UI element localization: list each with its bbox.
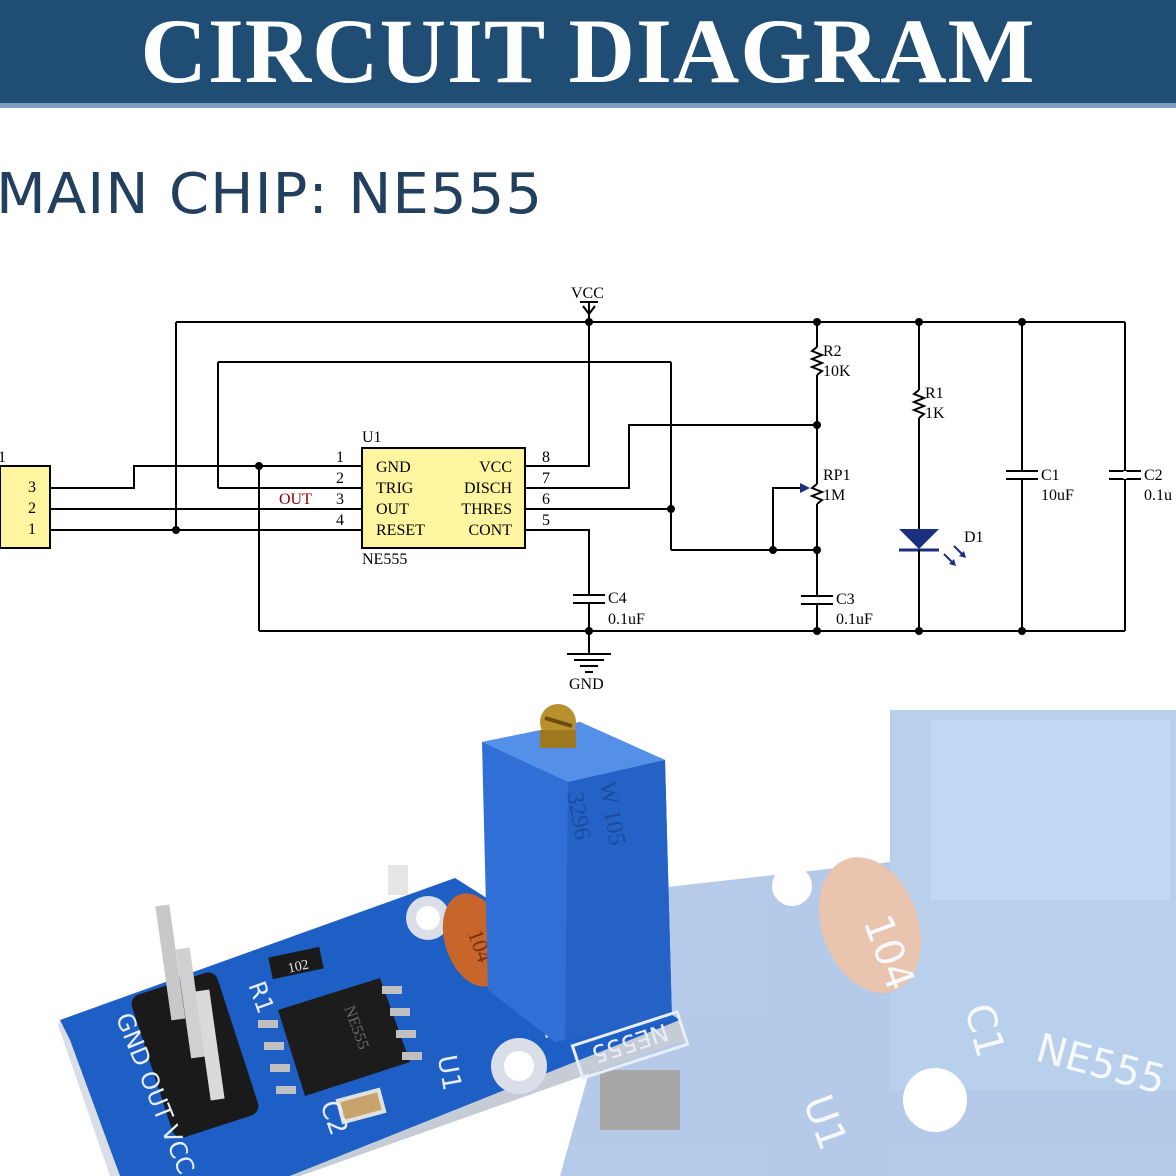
- pin-disch-name: DISCH: [464, 480, 512, 497]
- pin-7-num: 7: [542, 470, 550, 487]
- ne555-chip: [361, 447, 526, 549]
- r2-ref: R2: [823, 343, 842, 360]
- trimmer-potentiometer: [482, 704, 672, 1042]
- rp1-value: 1M: [823, 487, 845, 504]
- d1-led: [899, 529, 939, 549]
- c4-value: 0.1uF: [608, 611, 645, 628]
- smd-capacitor: [335, 1087, 387, 1125]
- pin-gnd-name: GND: [376, 459, 411, 476]
- ne555-smd-chip: [258, 978, 422, 1096]
- pin-out-name: OUT: [376, 501, 409, 518]
- r1-ref: R1: [925, 385, 944, 402]
- c3-value: 0.1uF: [836, 611, 873, 628]
- pin-1-num: 1: [336, 449, 344, 466]
- c2-ref: C2: [1144, 467, 1163, 484]
- r1-value: 1K: [925, 405, 945, 422]
- pin-4-num: 4: [336, 512, 344, 529]
- circuit-schematic: VCC 1 3 2 1 OUT U1 NE555 1 2 3 4 GND TRI…: [0, 285, 1172, 692]
- r2-resistor: [809, 346, 825, 376]
- connector-pin-3: 3: [28, 479, 36, 496]
- r1-smd-resistor: [268, 946, 324, 980]
- r1-resistor: [911, 389, 927, 419]
- header-pins: [131, 904, 259, 1138]
- page-title: CIRCUIT DIAGRAM: [140, 0, 1036, 102]
- pin-trig-name: TRIG: [376, 480, 414, 497]
- vcc-label: VCC: [571, 285, 604, 302]
- rp1-potentiometer: [809, 483, 825, 505]
- pin-vcc-name: VCC: [479, 459, 512, 476]
- c1-value: 10uF: [1041, 487, 1074, 504]
- c2-value: 0.1u: [1144, 487, 1172, 504]
- d1-ref: D1: [964, 529, 984, 546]
- out-net-label: OUT: [279, 491, 312, 508]
- resistor-code: 102: [287, 958, 311, 977]
- pin-3-num: 3: [336, 491, 344, 508]
- pin-cont-name: CONT: [468, 522, 512, 539]
- connector-ref: 1: [0, 449, 6, 466]
- ghost-board: 104 C1 NE555 U1: [560, 710, 1176, 1176]
- connector-pin-1: 1: [28, 521, 36, 538]
- main-chip-subtitle: MAIN CHIP: NE555: [0, 162, 544, 227]
- c3-ref: C3: [836, 591, 855, 608]
- pin-reset-name: RESET: [376, 522, 425, 539]
- connector-j1: [0, 465, 51, 549]
- gnd-label: GND: [569, 676, 604, 692]
- c4-ref: C4: [608, 590, 627, 607]
- pin-thres-name: THRES: [461, 501, 512, 518]
- connector-pin-2: 2: [28, 500, 36, 517]
- rp1-ref: RP1: [823, 467, 851, 484]
- pin-6-num: 6: [542, 491, 550, 508]
- pin-2-num: 2: [336, 470, 344, 487]
- chip-ref: U1: [362, 429, 382, 446]
- title-banner: CIRCUIT DIAGRAM: [0, 0, 1176, 108]
- c1-ref: C1: [1041, 467, 1060, 484]
- pin-5-num: 5: [542, 512, 550, 529]
- chip-part: NE555: [362, 551, 407, 568]
- pin-8-num: 8: [542, 449, 550, 466]
- module-photo: 104 C1 NE555 U1 GND OUT VCC 102 R1 NE555…: [58, 704, 1176, 1176]
- u1-silk-label: U1: [431, 1053, 467, 1093]
- r2-value: 10K: [823, 363, 851, 380]
